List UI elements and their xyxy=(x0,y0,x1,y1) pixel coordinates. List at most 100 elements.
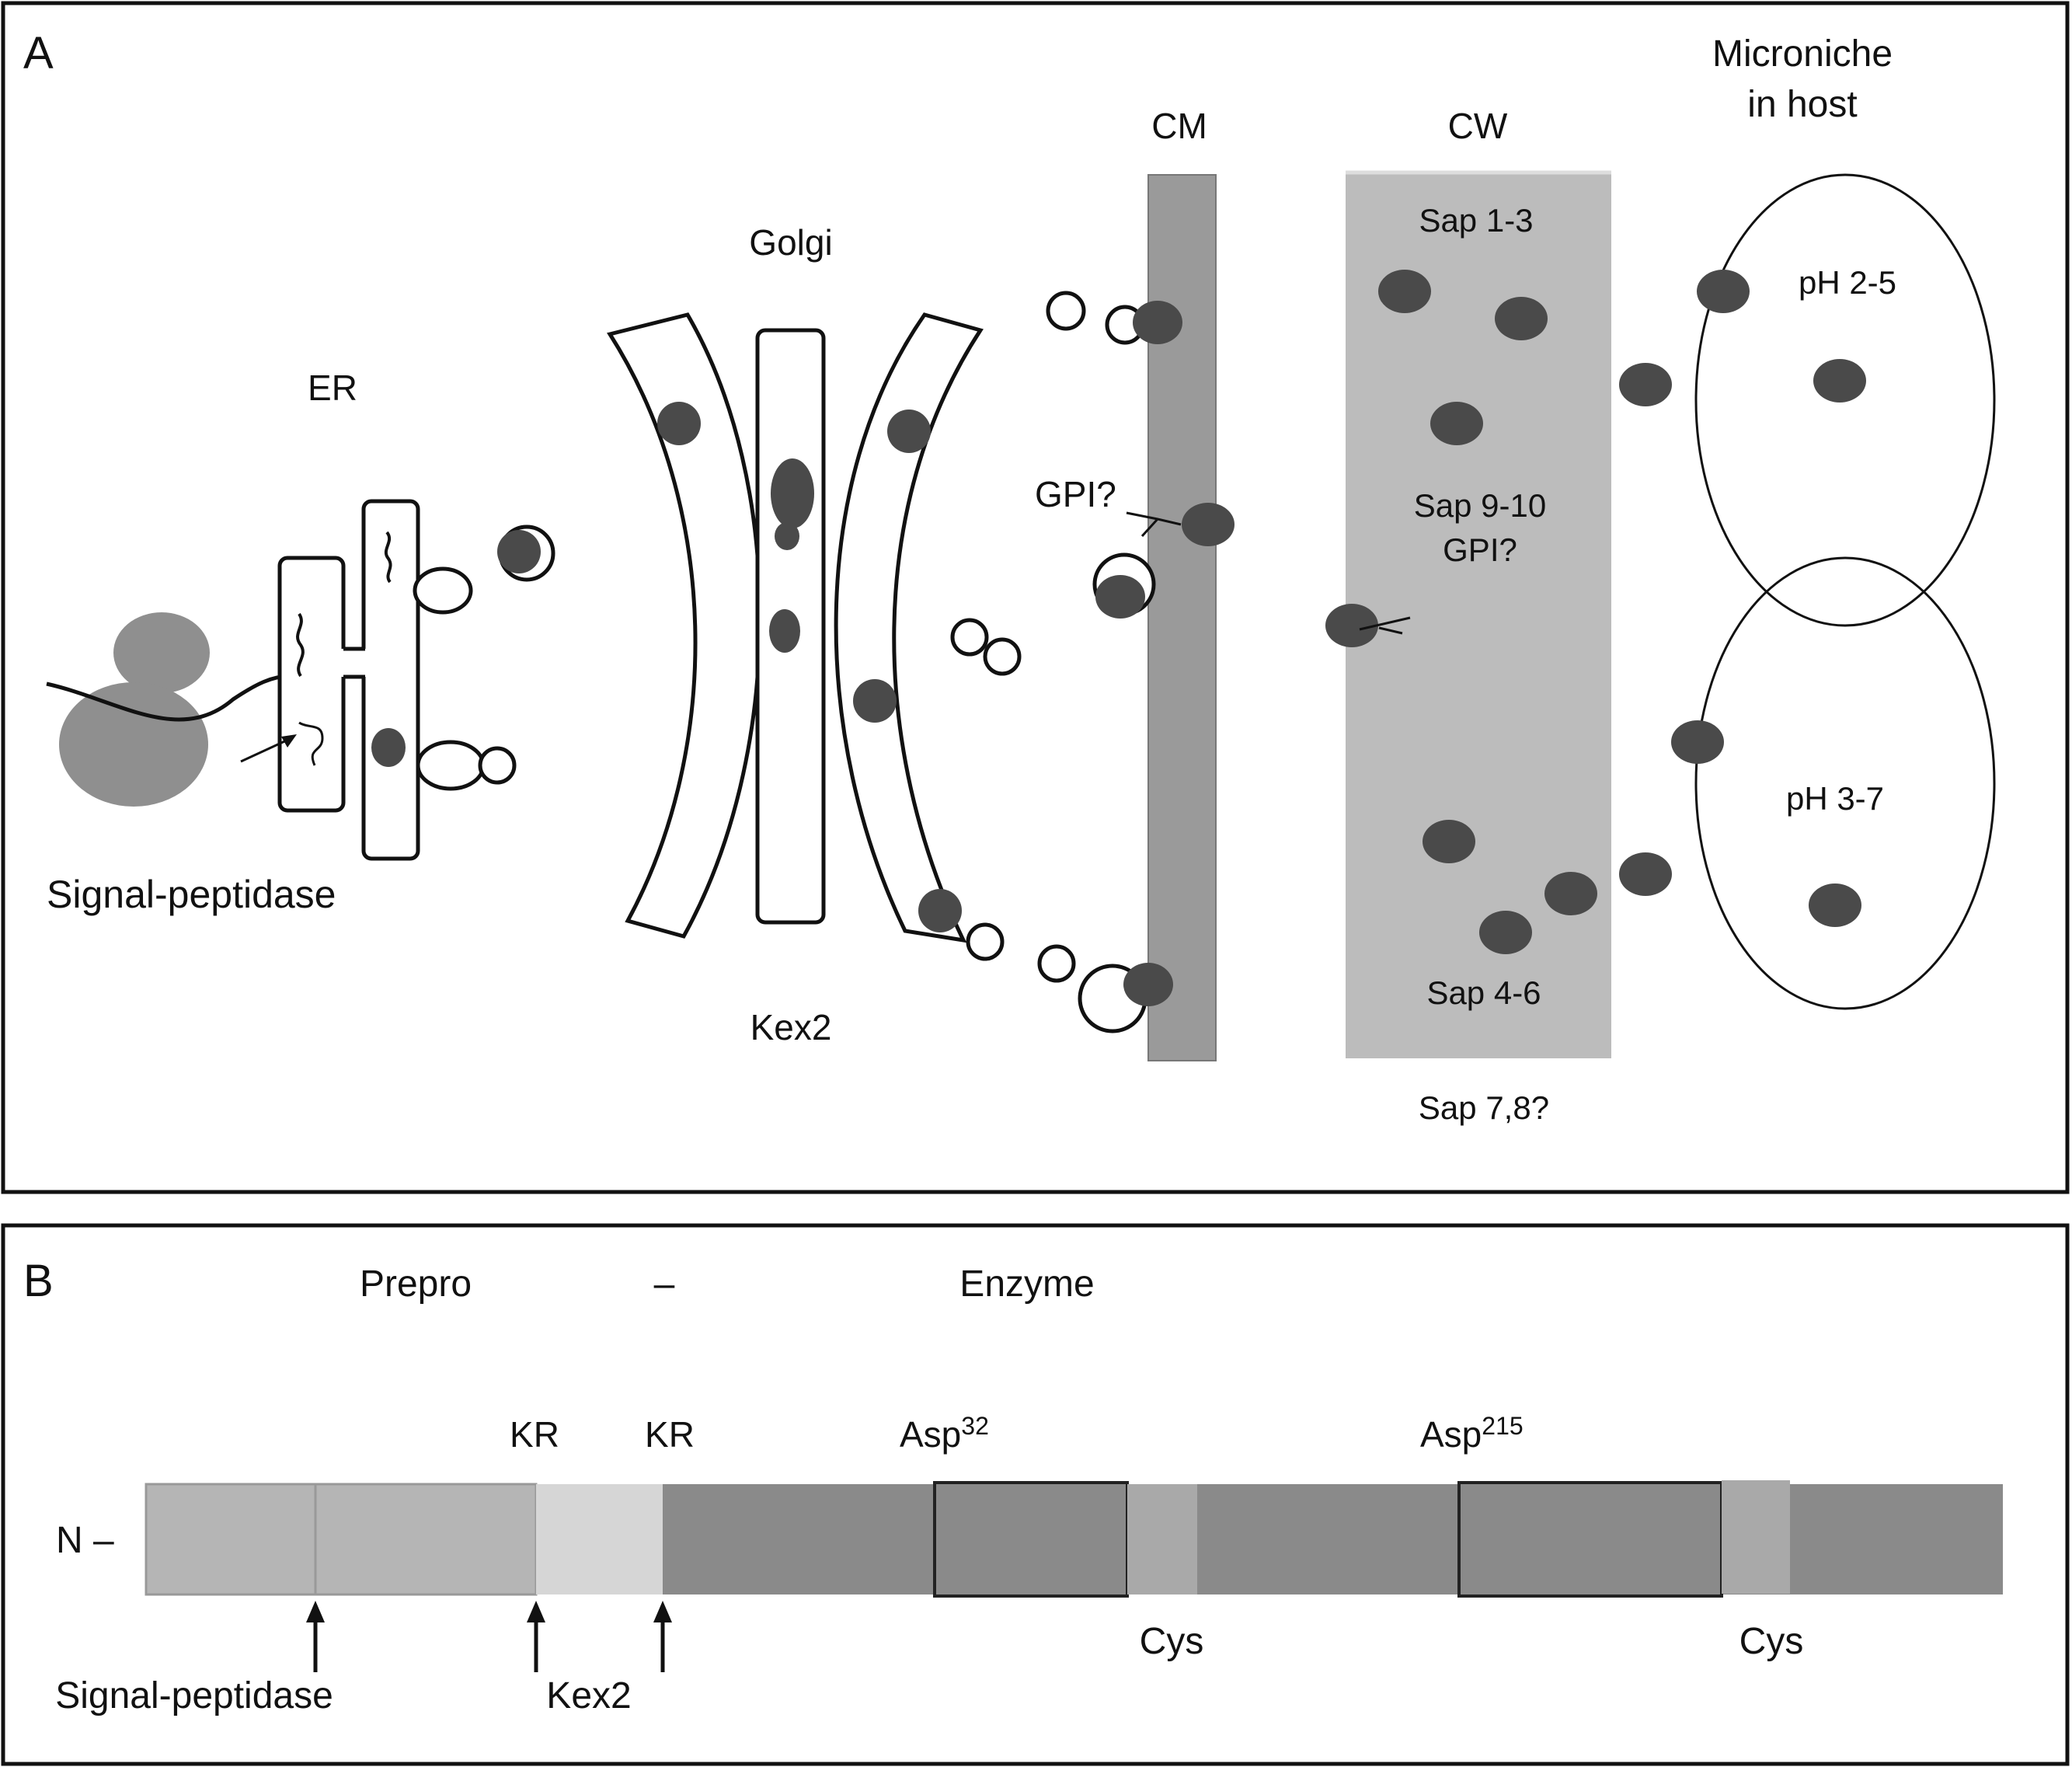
cell-membrane xyxy=(1037,174,1234,1061)
ribosome-large-subunit xyxy=(59,682,208,807)
sap-7-8-label: Sap 7,8? xyxy=(1419,1089,1549,1126)
golgi-cisterna-left xyxy=(607,312,762,939)
cys-domain-1 xyxy=(1127,1484,1197,1594)
cw-protein-1 xyxy=(1378,270,1431,313)
golgi-protein-1 xyxy=(657,402,701,445)
prepro-enzyme-dash: – xyxy=(654,1263,675,1305)
er-bridge xyxy=(339,649,370,677)
kex2-arrowhead-2 xyxy=(653,1601,672,1622)
cw-protein-6 xyxy=(1479,911,1532,954)
cw-protein-gpi xyxy=(1325,604,1378,647)
er-released-vesicle-protein xyxy=(497,530,541,573)
cw-label: CW xyxy=(1448,106,1508,146)
cm-label: CM xyxy=(1151,106,1207,146)
kex2-arrowhead-1 xyxy=(527,1601,545,1622)
signal-peptidase-pointer xyxy=(240,737,292,763)
cw-protein-3 xyxy=(1430,402,1483,445)
golgi-protein-6 xyxy=(853,679,897,723)
prepro-label: Prepro xyxy=(360,1263,472,1305)
microniche-label-line1: Microniche xyxy=(1712,33,1893,75)
golgi-vesicle-mid-1 xyxy=(950,618,989,657)
golgi-protein-5 xyxy=(887,410,931,453)
cm-protein-top xyxy=(1133,301,1182,344)
cm-protein-gpi xyxy=(1182,503,1234,546)
signal-peptidase-label-a: Signal-peptidase xyxy=(47,873,336,916)
n-terminus-label: N – xyxy=(56,1520,114,1561)
niche-protein-3 xyxy=(1813,359,1866,403)
protein-bar xyxy=(145,1480,2003,1598)
golgi-cisterna-right xyxy=(834,312,984,943)
golgi-vesicle-mid-2 xyxy=(983,637,1022,676)
cleavage-arrows xyxy=(306,1601,672,1672)
er-squiggle-2 xyxy=(384,531,392,584)
enzyme-segment xyxy=(663,1484,2003,1594)
ph-3-7-label: pH 3-7 xyxy=(1786,780,1884,817)
kex-segment xyxy=(536,1484,663,1594)
enzyme-label: Enzyme xyxy=(959,1263,1094,1305)
microniche-lower xyxy=(1694,556,1996,1010)
er-cisterna-left xyxy=(277,556,346,813)
niche-protein-4 xyxy=(1671,720,1724,764)
er-vesicle-bottom-small xyxy=(478,746,517,785)
golgi-protein-7 xyxy=(918,889,962,932)
niche-protein-6 xyxy=(1809,884,1861,927)
er-squiggle-3 xyxy=(298,721,324,766)
host-microniches xyxy=(1619,173,1996,1010)
er-vesicle-bottom-bud xyxy=(416,740,486,791)
golgi-protein-4 xyxy=(769,609,800,653)
ribosome-small-subunit xyxy=(113,612,210,693)
cw-gpi-anchor xyxy=(1359,616,1411,635)
golgi-stack xyxy=(607,312,1022,961)
asp32-base: Asp xyxy=(900,1414,961,1455)
er-squiggle-1 xyxy=(296,612,305,678)
panel-a-letter: A xyxy=(23,28,54,78)
cw-protein-4 xyxy=(1423,820,1475,863)
cm-vesicle-bottom-1 xyxy=(1037,944,1076,983)
kr-label-1: KR xyxy=(510,1414,559,1455)
asp215-label: Asp215 xyxy=(1420,1412,1524,1455)
signal-peptidase-label-b: Signal-peptidase xyxy=(55,1675,333,1716)
asp32-label: Asp32 xyxy=(900,1412,989,1455)
panel-a-frame xyxy=(1,1,2070,1194)
signal-segment xyxy=(145,1483,317,1596)
kex2-label-b: Kex2 xyxy=(546,1675,631,1716)
er-label: ER xyxy=(308,368,357,408)
golgi-protein-3 xyxy=(775,522,799,550)
kex2-label-a: Kex2 xyxy=(750,1007,832,1047)
er-compartment xyxy=(240,499,555,861)
cys-domain-2 xyxy=(1722,1480,1790,1594)
niche-protein-5 xyxy=(1619,852,1672,896)
signal-peptidase-arrowhead-b xyxy=(306,1601,325,1622)
pro-segment xyxy=(314,1483,538,1596)
golgi-label: Golgi xyxy=(749,222,832,263)
niche-protein-2 xyxy=(1619,363,1672,406)
nascent-peptide xyxy=(46,674,292,722)
panel-b-letter: B xyxy=(23,1256,54,1306)
cys-label-1: Cys xyxy=(1140,1621,1204,1662)
niche-protein-1 xyxy=(1697,270,1750,313)
gpi-anchor xyxy=(1126,511,1182,538)
er-protein-dot xyxy=(371,728,406,767)
microniche-label-line2: in host xyxy=(1747,84,1857,125)
panel-a: A ER Signal-peptidase xyxy=(1,1,2070,1194)
er-vesicle-top-bud xyxy=(413,566,473,615)
golgi-vesicle-bottom xyxy=(966,922,1005,961)
sap-1-3-label: Sap 1-3 xyxy=(1419,202,1533,239)
golgi-protein-2 xyxy=(771,458,814,528)
cm-vesicle-mid-protein xyxy=(1095,575,1145,619)
er-cisterna-right xyxy=(361,499,420,861)
cm-vesicle-top-1 xyxy=(1046,291,1086,331)
cw-protein-2 xyxy=(1495,297,1548,340)
microniche-upper xyxy=(1694,173,1996,627)
ph-2-5-label: pH 2-5 xyxy=(1799,264,1896,301)
ribosome xyxy=(46,612,292,807)
cell-wall xyxy=(1325,170,1611,1058)
asp32-superscript: 32 xyxy=(961,1412,989,1440)
kr-label-2: KR xyxy=(645,1414,695,1455)
signal-peptidase-arrowhead xyxy=(281,734,297,748)
asp32-domain xyxy=(933,1481,1129,1598)
gpi-label-cw: GPI? xyxy=(1443,531,1517,568)
asp215-superscript: 215 xyxy=(1482,1412,1523,1440)
asp215-domain xyxy=(1457,1481,1723,1598)
